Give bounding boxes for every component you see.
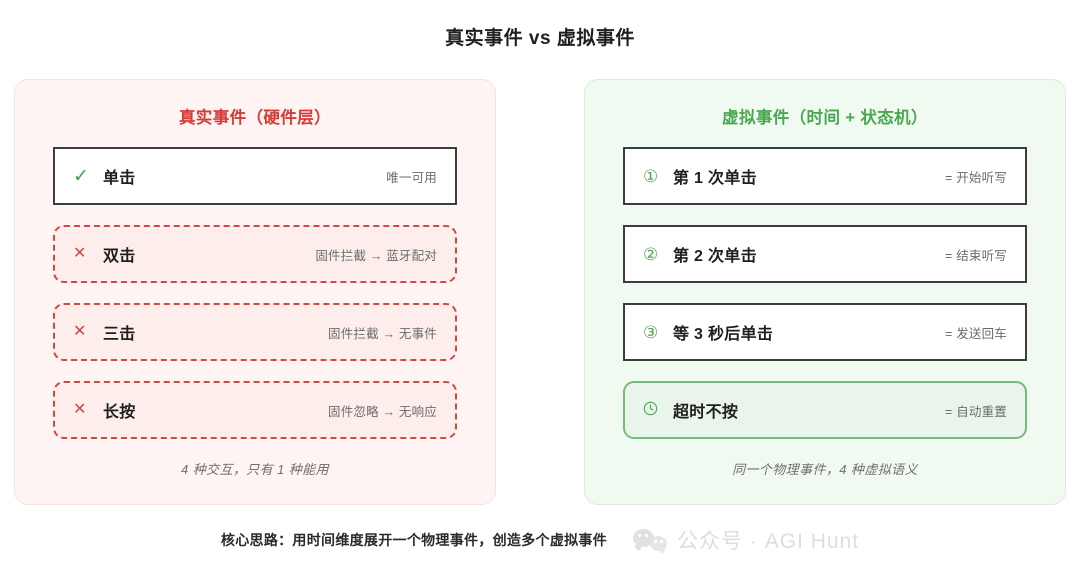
panel-real-title: 真实事件（硬件层） (178, 109, 332, 127)
virtual-item-label: 第 1 次单击 (673, 170, 757, 187)
panel-real-note: 4 种交互，只有 1 种能用 (181, 462, 329, 477)
real-item-single-click[interactable]: ✓ 单击 唯一可用 (53, 147, 457, 205)
virtual-item-label: 超时不按 (673, 404, 739, 421)
check-icon: ✓ (73, 165, 89, 187)
real-item-note: 固件拦截 → 蓝牙配对 (315, 248, 437, 263)
real-item-label: 双击 (103, 248, 136, 265)
real-item-label: 单击 (103, 170, 136, 187)
panel-virtual-note: 同一个物理事件，4 种虚拟语义 (732, 462, 918, 477)
virtual-item-note: = 结束听写 (945, 248, 1007, 263)
bottom-bar: 核心思路：用时间维度展开一个物理事件，创造多个虚拟事件 公众号 · AGI Hu… (0, 512, 1080, 568)
panels-container: 真实事件（硬件层） ✓ 单击 唯一可用 ✕ 双击 固件拦截 → 蓝牙配对 ✕ 三… (0, 79, 1080, 505)
watermark: 公众号 · AGI Hunt (633, 525, 859, 555)
real-item-double-click[interactable]: ✕ 双击 固件拦截 → 蓝牙配对 (53, 225, 457, 283)
real-item-note: 固件拦截 → 无事件 (328, 326, 437, 341)
real-item-label: 长按 (103, 404, 136, 421)
virtual-item-note: = 开始听写 (945, 170, 1007, 185)
cross-icon: ✕ (73, 323, 87, 340)
cross-icon: ✕ (73, 401, 87, 418)
virtual-item-label: 等 3 秒后单击 (673, 326, 774, 343)
virtual-item-label: 第 2 次单击 (673, 248, 757, 265)
clock-icon (643, 401, 673, 419)
page-title: 真实事件 vs 虚拟事件 (445, 28, 635, 49)
panel-virtual-title: 虚拟事件（时间 + 状态机） (722, 109, 928, 127)
panel-virtual-events: 虚拟事件（时间 + 状态机） ① 第 1 次单击 = 开始听写 ② 第 2 次单… (584, 79, 1066, 505)
virtual-item-delayed-click[interactable]: ③ 等 3 秒后单击 = 发送回车 (623, 303, 1027, 361)
key-idea-text: 核心思路：用时间维度展开一个物理事件，创造多个虚拟事件 (220, 532, 608, 548)
watermark-text: 公众号 · AGI Hunt (677, 530, 860, 553)
cross-icon: ✕ (73, 245, 87, 262)
virtual-item-second-click[interactable]: ② 第 2 次单击 = 结束听写 (623, 225, 1027, 283)
real-item-label: 三击 (103, 326, 136, 343)
real-item-long-press[interactable]: ✕ 长按 固件忽略 → 无响应 (53, 381, 457, 439)
virtual-item-first-click[interactable]: ① 第 1 次单击 = 开始听写 (623, 147, 1027, 205)
number-two-icon: ② (643, 244, 659, 264)
virtual-item-timeout[interactable]: 超时不按 = 自动重置 (623, 381, 1027, 439)
real-item-note: 固件忽略 → 无响应 (328, 404, 437, 419)
wechat-icon (633, 527, 668, 553)
real-item-note: 唯一可用 (386, 170, 437, 185)
virtual-item-note: = 发送回车 (945, 326, 1007, 341)
number-one-icon: ① (643, 166, 659, 186)
virtual-item-note: = 自动重置 (945, 404, 1007, 419)
panel-real-events: 真实事件（硬件层） ✓ 单击 唯一可用 ✕ 双击 固件拦截 → 蓝牙配对 ✕ 三… (14, 79, 496, 505)
real-item-triple-click[interactable]: ✕ 三击 固件拦截 → 无事件 (53, 303, 457, 361)
number-three-icon: ③ (643, 322, 659, 342)
